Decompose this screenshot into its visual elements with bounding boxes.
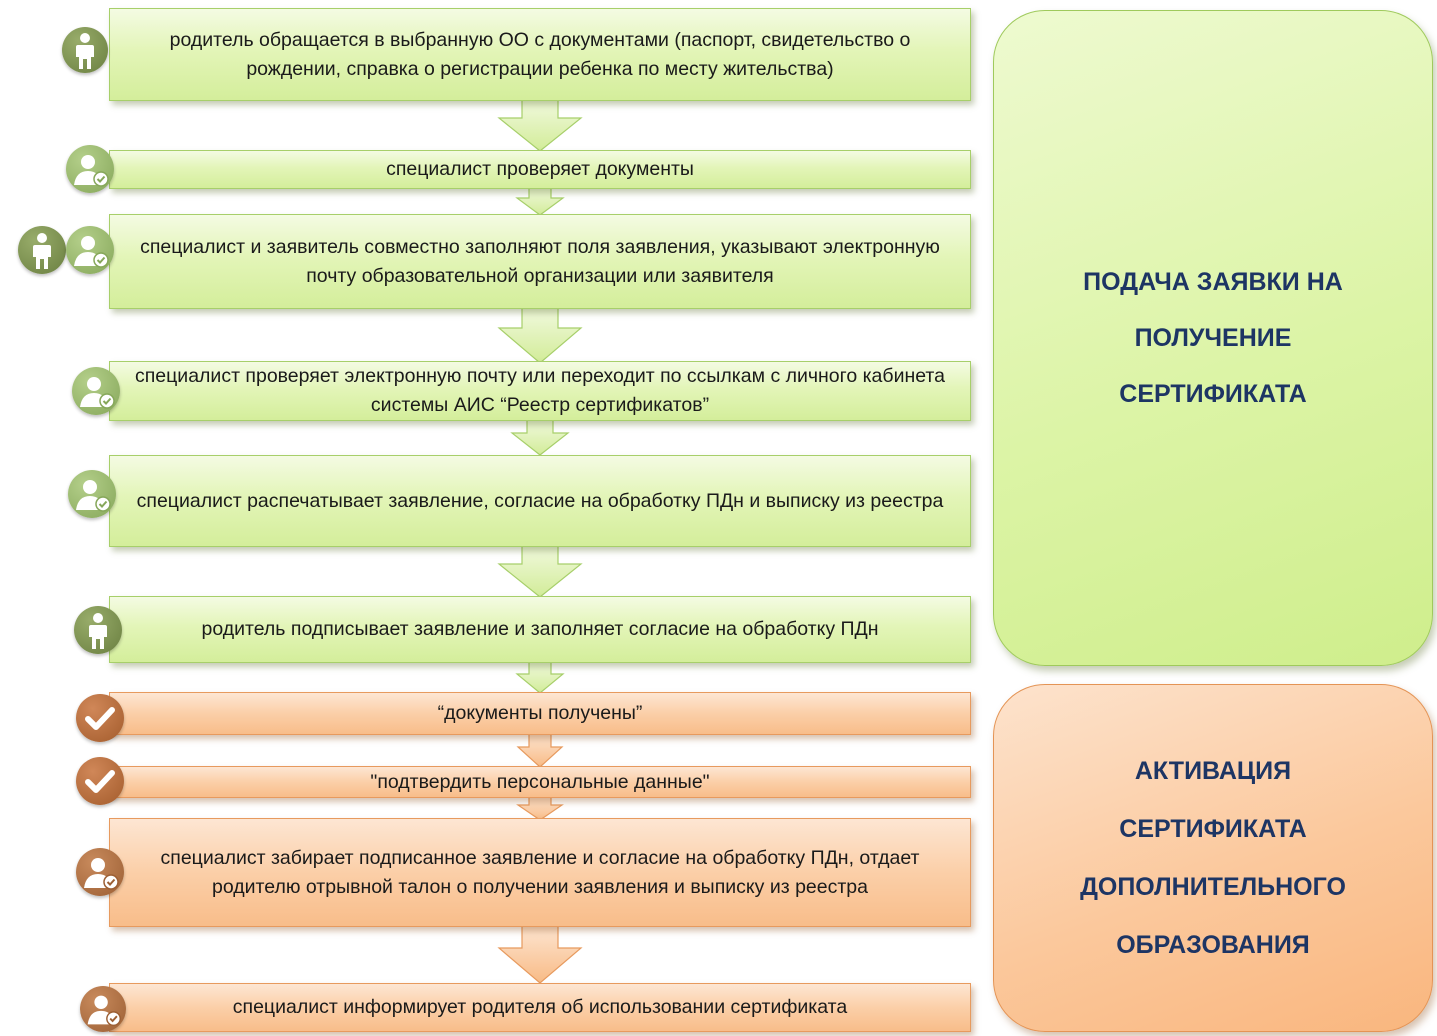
down-arrow [516,734,564,768]
step-text: специалист забирает подписанное заявлени… [160,846,920,898]
step-text: специалист информирует родителя об испол… [232,996,848,1018]
down-arrow [497,100,583,152]
step-text: родитель обращается в выбранную ОО с док… [169,28,911,80]
panel-title-line: ПОДАЧА ЗАЯВКИ НА [1083,268,1343,296]
step-text: специалист проверяет электронную почту и… [134,365,945,416]
panel-title-line: СЕРТИФИКАТА [1119,380,1307,408]
panel-title-line: АКТИВАЦИЯ [1134,757,1292,785]
panel-title-line: ОБРАЗОВАНИЯ [1116,931,1310,959]
down-arrow [516,797,564,821]
specialist-icon [72,367,120,415]
step-box: специалист проверяет документы [109,150,971,189]
down-arrow [515,188,565,216]
down-arrow [515,662,565,694]
step-box: специалист распечатывает заявление, согл… [109,455,971,547]
step-box: специалист и заявитель совместно заполня… [109,214,971,309]
specialist-icon [66,226,114,274]
parent-person-icon [62,27,108,73]
down-arrow [497,926,583,984]
parent-person-icon [18,226,66,274]
specialist-icon [66,145,114,193]
activation-stage-panel: АКТИВАЦИЯ СЕРТИФИКАТА ДОПОЛНИТЕЛЬНОГО ОБ… [993,684,1433,1032]
step-box: специалист проверяет электронную почту и… [109,361,971,421]
panel-title-line: ПОЛУЧЕНИЕ [1134,324,1292,352]
down-arrow [497,546,583,598]
panel-title-line: СЕРТИФИКАТА [1119,815,1307,843]
submission-stage-panel: ПОДАЧА ЗАЯВКИ НА ПОЛУЧЕНИЕ СЕРТИФИКАТА [993,10,1433,666]
step-text: специалист проверяет документы [386,158,694,180]
specialist-icon [76,848,124,896]
checkmark-icon [76,757,124,805]
step-text: родитель подписывает заявление и заполня… [201,618,879,640]
step-box: родитель подписывает заявление и заполня… [109,596,971,663]
down-arrow [510,420,570,456]
parent-person-icon [74,606,122,654]
step-box: специалист информирует родителя об испол… [109,983,971,1032]
step-box: “документы получены” [109,692,971,735]
down-arrow [497,308,583,364]
step-text: “документы получены” [437,702,643,724]
step-box: специалист забирает подписанное заявлени… [109,818,971,927]
specialist-icon [80,986,126,1032]
step-box: родитель обращается в выбранную ОО с док… [109,8,971,101]
specialist-icon [68,470,116,518]
step-text: специалист распечатывает заявление, согл… [136,489,944,512]
step-box: "подтвердить персональные данные" [109,766,971,798]
panel-title-line: ДОПОЛНИТЕЛЬНОГО [1080,873,1346,901]
checkmark-icon [76,694,124,742]
step-text: "подтвердить персональные данные" [370,770,710,793]
step-text: специалист и заявитель совместно заполня… [140,235,940,287]
